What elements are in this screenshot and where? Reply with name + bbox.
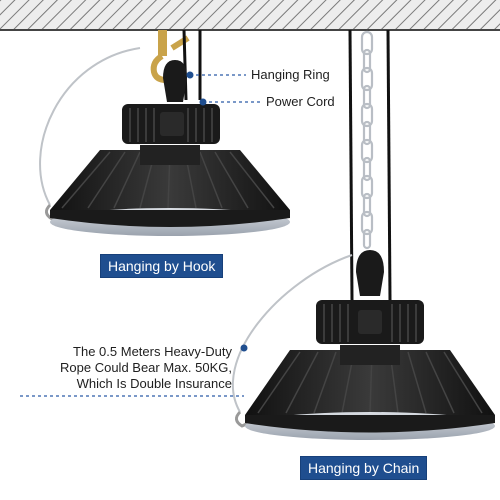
rope-note-line-1: The 0.5 Meters Heavy-Duty [73,344,232,359]
safety-rope [39,47,141,206]
hanging-by-chain-badge: Hanging by Chain [300,456,428,480]
hanging-ring-label: Hanging Ring [251,67,330,82]
chain-fixture [232,29,495,440]
chain-icon [360,30,374,250]
hanging-ring-icon [163,60,187,102]
hook-fixture [39,29,290,236]
rope-note-line-2: Rope Could Bear Max. 50KG, [60,360,232,375]
rope-capacity-note: The 0.5 Meters Heavy-Duty Rope Could Bea… [24,344,232,392]
power-cord-label: Power Cord [266,94,335,109]
power-cord-line [182,29,188,101]
ceiling [0,0,500,31]
hanging-by-hook-badge: Hanging by Hook [100,254,224,278]
rope-note-line-3: Which Is Double Insurance [76,376,232,391]
